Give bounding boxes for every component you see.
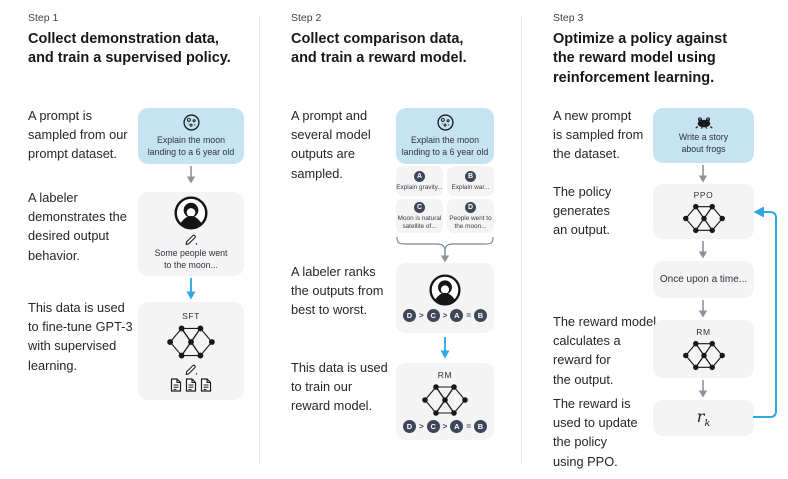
step-label-3: Step 3 — [553, 12, 584, 24]
option-caption: Moon is natural satellite of... — [397, 214, 442, 230]
network-icon — [167, 325, 215, 358]
model-label: RM — [696, 327, 711, 337]
moon-icon — [436, 114, 454, 131]
documents-icon — [170, 377, 212, 392]
moon-icon — [182, 114, 200, 131]
rank-separator: > — [418, 422, 424, 431]
rank-badge: B — [474, 420, 487, 433]
reward-symbol: rk — [696, 406, 711, 430]
down-arrow-blue-icon — [186, 278, 196, 300]
output-option-box-a: A Explain gravity... — [396, 166, 443, 196]
paragraph: A new prompt is sampled from the dataset… — [553, 108, 644, 162]
down-arrow-gray-icon — [186, 166, 196, 184]
down-arrow-blue-icon — [440, 337, 450, 359]
column-divider — [259, 15, 260, 465]
prompt-caption: Explain the moon landing to a 6 year old — [401, 135, 489, 157]
rank-badge: A — [450, 420, 464, 433]
down-arrow-gray-icon — [440, 248, 450, 263]
output-text-box: Once upon a time... — [653, 261, 754, 298]
model-label: SFT — [182, 310, 200, 321]
rank-badge: D — [402, 309, 416, 322]
down-arrow-gray-icon — [698, 165, 708, 183]
paragraph: A prompt is sampled from our prompt data… — [28, 108, 128, 162]
prompt-box: Explain the moon landing to a 6 year old — [138, 108, 244, 164]
step-label-1: Step 1 — [28, 12, 59, 24]
model-label: RM — [437, 370, 453, 380]
network-icon — [682, 203, 725, 233]
rank-separator: > — [418, 311, 424, 320]
prompt-caption: Write a story about frogs — [678, 132, 729, 154]
option-caption: People went to the moon... — [449, 214, 492, 230]
rank-badge: C — [426, 420, 440, 433]
labeler-box: Some people went to the moon... — [138, 192, 244, 276]
paragraph: A prompt and several model outputs are s… — [291, 108, 371, 181]
paragraph: This data is used to train our reward mo… — [291, 360, 388, 414]
rank-separator: = — [466, 422, 471, 431]
network-icon — [422, 384, 468, 416]
column-heading-3: Optimize a policy against the reward mod… — [553, 31, 728, 86]
labeler-output-caption: Some people went to the moon... — [154, 248, 228, 270]
network-icon — [682, 340, 725, 371]
rank-badge: C — [426, 309, 440, 322]
option-letter-badge: A — [414, 170, 425, 182]
option-caption: Explain war... — [451, 183, 490, 191]
paragraph: The reward is used to update the policy … — [553, 396, 638, 469]
down-arrow-gray-icon — [698, 241, 708, 259]
column-divider — [521, 15, 522, 465]
rm-model-box: RM — [653, 320, 754, 378]
prompt-box: Explain the moon landing to a 6 year old — [396, 108, 494, 164]
down-arrow-gray-icon — [698, 300, 708, 318]
column-heading-1: Collect demonstration data, and train a … — [28, 31, 231, 67]
ppo-model-box: PPO — [653, 184, 754, 239]
column-heading-2: Collect comparison data, and train a rew… — [291, 31, 467, 67]
paragraph: A labeler demonstrates the desired outpu… — [28, 190, 127, 263]
frog-icon — [694, 117, 713, 130]
model-label: PPO — [693, 189, 714, 200]
output-text: Once upon a time... — [659, 274, 748, 285]
output-option-box-b: B Explain war... — [447, 166, 494, 196]
rank-separator: > — [442, 422, 448, 431]
rank-badge: D — [402, 420, 416, 433]
rank-separator: = — [466, 311, 471, 320]
feedback-loop-arrow — [753, 206, 777, 418]
paragraph: A labeler ranks the outputs from best to… — [291, 264, 384, 318]
prompt-box: Write a story about frogs — [653, 108, 754, 163]
reward-box: rk — [653, 400, 754, 436]
rank-badge: A — [450, 309, 464, 322]
option-letter-badge: B — [465, 170, 476, 182]
rank-separator: > — [442, 311, 448, 320]
ranking: D > C > A = B — [402, 420, 487, 433]
down-arrow-gray-icon — [698, 380, 708, 398]
rm-model-box: RM D > C > A = B — [396, 363, 494, 440]
step-label-2: Step 2 — [291, 12, 322, 24]
pencil-icon — [185, 364, 198, 375]
pencil-icon — [185, 235, 198, 246]
ranking: D > C > A = B — [402, 309, 487, 322]
prompt-caption: Explain the moon landing to a 6 year old — [147, 135, 235, 157]
rank-badge: B — [474, 309, 487, 322]
option-caption: Explain gravity... — [396, 183, 443, 191]
paragraph: The policy generates an output. — [553, 184, 612, 238]
paragraph: This data is used to fine-tune GPT-3 wit… — [28, 300, 133, 373]
output-option-box-d: D People went to the moon... — [447, 199, 494, 233]
labeler-icon — [429, 274, 461, 306]
labeler-box: D > C > A = B — [396, 263, 494, 333]
sft-model-box: SFT — [138, 302, 244, 400]
paragraph: The reward model calculates a reward for… — [553, 314, 657, 387]
option-letter-badge: C — [414, 201, 425, 213]
labeler-icon — [174, 196, 208, 230]
option-letter-badge: D — [465, 201, 476, 213]
output-option-box-c: C Moon is natural satellite of... — [396, 199, 443, 233]
